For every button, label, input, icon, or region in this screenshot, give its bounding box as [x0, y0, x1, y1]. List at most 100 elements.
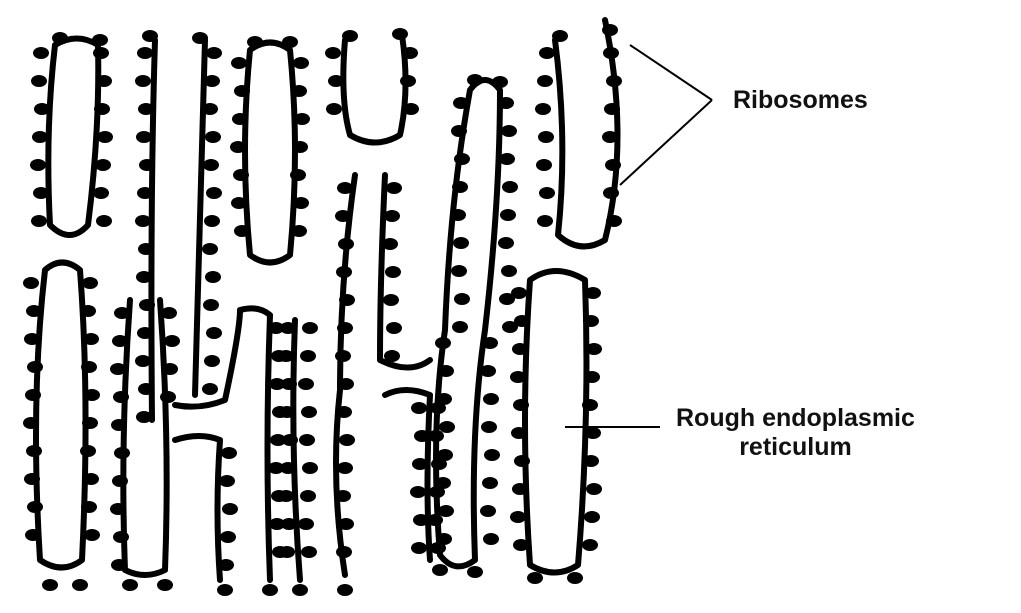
ribosome-dot: [602, 131, 618, 143]
ribosome-dot: [270, 434, 286, 446]
ribosome-dot: [602, 24, 618, 36]
ribosome-dot: [82, 417, 98, 429]
er-membranes: [33, 17, 621, 583]
ribosome-dot: [335, 350, 351, 362]
ribosome-dot: [492, 76, 508, 88]
ribosome-dot: [23, 417, 39, 429]
ribosome-dot: [511, 287, 527, 299]
ribosome-dot: [467, 74, 483, 86]
ribosome-dot: [384, 210, 400, 222]
ribosome-dot: [436, 393, 452, 405]
ribosome-dot: [438, 505, 454, 517]
ribosome-dot: [411, 402, 427, 414]
cistern-h-left: [172, 433, 223, 583]
ribosome-dot: [325, 47, 341, 59]
ribosome-dot: [339, 294, 355, 306]
ribosome-dot: [137, 187, 153, 199]
ribosome-dot: [514, 455, 530, 467]
ribosome-dot: [233, 169, 249, 181]
ribosome-dot: [585, 287, 601, 299]
rough-er-label: Rough endoplasmic reticulum: [676, 404, 915, 462]
ribosome-dot: [279, 406, 295, 418]
ribosome-dot: [502, 321, 518, 333]
ribosome-dot: [586, 483, 602, 495]
ribosome-dot: [400, 75, 416, 87]
ribosome-dot: [291, 225, 307, 237]
ribosome-dot: [414, 430, 430, 442]
ribosome-dot: [292, 141, 308, 153]
ribosome-dot: [82, 277, 98, 289]
ribosome-dot: [338, 378, 354, 390]
ribosome-dot: [222, 503, 238, 515]
ribosome-dot: [157, 579, 173, 591]
ribosome-dot: [137, 47, 153, 59]
ribosome-dot: [502, 181, 518, 193]
cistern-top-3: [242, 39, 298, 266]
ribosome-dot: [567, 572, 583, 584]
ribosome-dot: [384, 350, 400, 362]
ribosome-dot: [411, 542, 427, 554]
ribosome-dot: [453, 237, 469, 249]
leader-ribosomes-lower: [619, 99, 713, 186]
ribosome-dot: [160, 391, 176, 403]
ribosome-dot: [192, 32, 208, 44]
ribosome-dot: [113, 391, 129, 403]
ribosome-dot: [247, 36, 263, 48]
ribosome-dot: [326, 103, 342, 115]
ribosome-dot: [269, 518, 285, 530]
ribosome-dot: [603, 47, 619, 59]
ribosome-dot: [95, 159, 111, 171]
ribosome-dot: [482, 337, 498, 349]
cistern-bottom-left: [33, 259, 89, 571]
ribosome-dot: [112, 475, 128, 487]
ribosome-dot: [337, 584, 353, 596]
ribosome-dot: [383, 294, 399, 306]
ribosome-dot: [435, 337, 451, 349]
ribosome-dot: [292, 584, 308, 596]
ribosome-dot: [34, 103, 50, 115]
leader-ribosomes-upper: [629, 44, 713, 101]
cistern-top-left: [45, 35, 102, 238]
ribosome-dot: [336, 546, 352, 558]
ribosome-dot: [582, 539, 598, 551]
ribosome-dot: [537, 75, 553, 87]
cistern-column-4: [340, 32, 409, 146]
ribosome-dot: [97, 131, 113, 143]
ribosome-dot: [203, 299, 219, 311]
ribosome-dot: [483, 533, 499, 545]
cistern-center: [333, 172, 358, 578]
ribosome-dot: [298, 378, 314, 390]
ribosome-dot: [335, 210, 351, 222]
ribosome-dot: [385, 266, 401, 278]
ribosome-dot: [513, 539, 529, 551]
ribosome-dot: [32, 131, 48, 143]
ribosome-dot: [278, 350, 294, 362]
ribosome-dot: [279, 546, 295, 558]
ribosome-dot: [217, 584, 233, 596]
ribosome-dot: [80, 445, 96, 457]
ribosome-dot: [450, 209, 466, 221]
ribosome-dot: [512, 343, 528, 355]
ribosome-dot: [430, 542, 446, 554]
ribosome-dot: [206, 327, 222, 339]
ribosome-dot: [510, 371, 526, 383]
ribosome-dot: [112, 335, 128, 347]
cistern-center-right: [377, 172, 433, 371]
ribosome-dot: [403, 103, 419, 115]
ribosome-dot: [584, 371, 600, 383]
ribosome-dot: [298, 518, 314, 530]
ribosome-dot: [386, 322, 402, 334]
ribosome-dot: [454, 153, 470, 165]
ribosome-dot: [202, 383, 218, 395]
cistern-top-right: [552, 17, 621, 250]
ribosome-dot: [432, 564, 448, 576]
ribosome-dot: [138, 383, 154, 395]
cistern-middle-s: [433, 77, 503, 570]
ribosome-dot: [438, 365, 454, 377]
ribosome-dot: [96, 215, 112, 227]
ribosome-dot: [84, 389, 100, 401]
ribosome-dot: [335, 490, 351, 502]
ribosome-dot: [161, 307, 177, 319]
ribosome-dot: [164, 335, 180, 347]
ribosome-dot: [328, 75, 344, 87]
